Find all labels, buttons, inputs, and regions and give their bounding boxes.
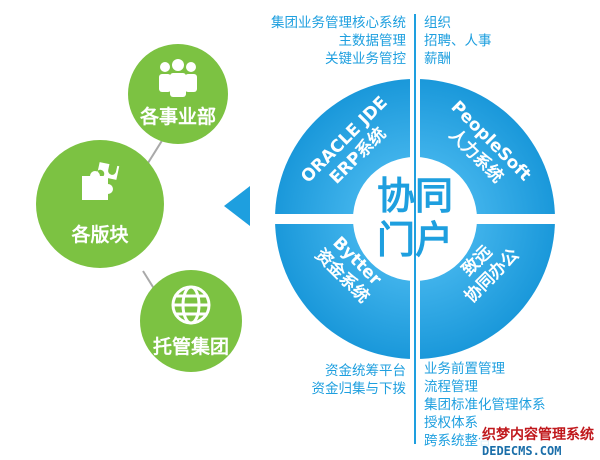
vertical-divider xyxy=(414,14,416,444)
business-units-circle: 各事业部 xyxy=(128,44,228,144)
note-item: 主数据管理 xyxy=(338,33,407,49)
business-units-label: 各事业部 xyxy=(139,106,216,128)
pointer-triangle xyxy=(224,186,250,226)
hosted-group-circle: 托管集团 xyxy=(140,270,242,372)
puzzle-icon xyxy=(82,162,120,200)
notes-bottom-left: 资金统筹平台 资金归集与下拨 xyxy=(210,362,407,398)
note-item: 招聘、人事 xyxy=(424,33,492,49)
watermark-line1: 织梦内容管理系统 xyxy=(482,427,594,443)
hosted-group-label: 托管集团 xyxy=(152,336,229,358)
note-item: 跨系统整合 xyxy=(424,433,492,449)
watermark-line2: DEDECMS.COM xyxy=(482,444,562,458)
note-item: 业务前置管理 xyxy=(424,361,505,377)
note-item: 关键业务管控 xyxy=(325,51,406,67)
people-group-icon xyxy=(159,59,197,97)
notes-top-right: 组织 招聘、人事 薪酬 xyxy=(424,14,492,68)
note-item: 组织 xyxy=(424,15,451,31)
note-item: 资金归集与下拨 xyxy=(311,381,407,397)
note-item: 薪酬 xyxy=(424,51,451,67)
note-item: 集团标准化管理体系 xyxy=(424,397,546,413)
note-item: 资金统筹平台 xyxy=(325,363,406,379)
notes-bottom-right: 业务前置管理 流程管理 集团标准化管理体系 授权体系 跨系统整合 xyxy=(424,360,546,450)
note-item: 流程管理 xyxy=(424,379,478,395)
sectors-circle: 各版块 xyxy=(36,140,164,268)
globe-icon xyxy=(171,285,211,325)
note-item: 授权体系 xyxy=(424,415,478,431)
notes-top-left: 集团业务管理核心系统 主数据管理 关键业务管控 xyxy=(210,14,406,68)
note-item: 集团业务管理核心系统 xyxy=(271,15,406,31)
center-portal-label: 协同 门户 xyxy=(376,174,453,262)
sectors-label: 各版块 xyxy=(71,224,129,246)
watermark: 织梦内容管理系统 DEDECMS.COM xyxy=(480,424,596,458)
